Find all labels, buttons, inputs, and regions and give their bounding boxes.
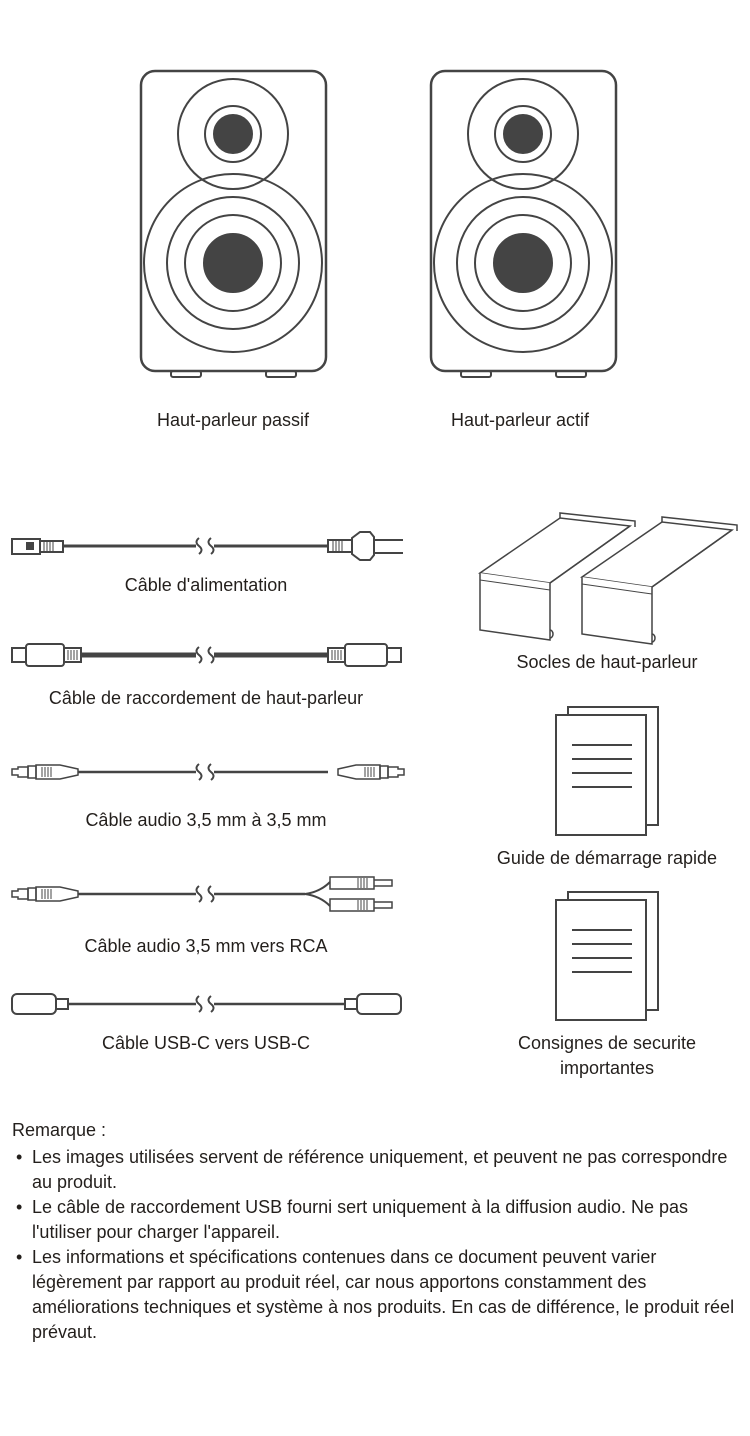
- active-speaker-label: Haut-parleur actif: [450, 410, 590, 430]
- power-cable-illustration: [11, 531, 403, 561]
- remark-section: Remarque : Les images utilisées servent …: [12, 1118, 742, 1345]
- cable-label: Câble audio 3,5 mm vers RCA: [84, 936, 328, 956]
- safety-label-line1: Consignes de securite: [517, 1033, 697, 1053]
- safety-label-line2: importantes: [559, 1058, 655, 1078]
- safety-doc-illustration: [555, 891, 659, 1021]
- remark-item: Le câble de raccordement USB fourni sert…: [12, 1195, 742, 1245]
- cable-label: Câble audio 3,5 mm à 3,5 mm: [85, 810, 327, 830]
- illustrations: [11, 69, 738, 1021]
- speaker-link-cable-illustration: [11, 643, 402, 667]
- remark-item: Les images utilisées servent de référenc…: [12, 1145, 742, 1195]
- passive-speaker-illustration: [139, 69, 328, 379]
- aux-cable-illustration: [12, 763, 404, 781]
- remark-title: Remarque :: [12, 1120, 107, 1140]
- cable-label: Câble USB-C vers USB-C: [101, 1033, 311, 1053]
- active-speaker-illustration: [429, 69, 618, 379]
- cable-label: Câble d'alimentation: [124, 575, 288, 595]
- quick-guide-illustration: [555, 706, 659, 836]
- aux-to-rca-cable-illustration: [12, 876, 393, 912]
- remark-item: Les informations et spécifications conte…: [12, 1245, 742, 1345]
- stands-label: Socles de haut-parleur: [516, 652, 698, 672]
- passive-speaker-label: Haut-parleur passif: [156, 410, 310, 430]
- quick-guide-label: Guide de démarrage rapide: [496, 848, 718, 868]
- cable-label: Câble de raccordement de haut-parleur: [48, 688, 364, 708]
- usb-c-cable-illustration: [11, 993, 402, 1015]
- speaker-stands-illustration: [479, 512, 738, 645]
